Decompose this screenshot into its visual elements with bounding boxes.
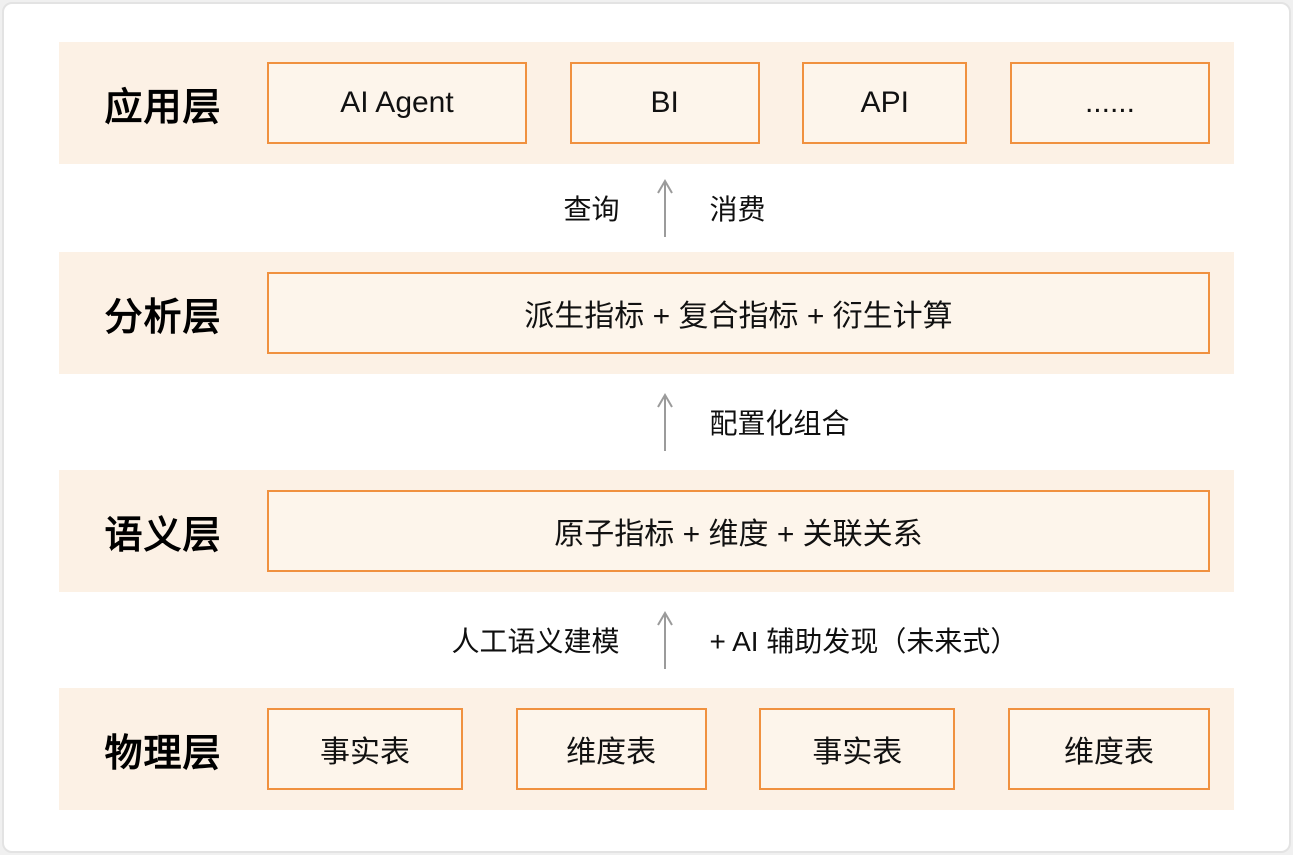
box-fact-table-2: 事实表 xyxy=(759,708,956,790)
connector-config-composition: 配置化组合 xyxy=(77,374,1252,470)
query-label: 查询 xyxy=(563,194,620,225)
band-semantic-layer: 语义层 原子指标 + 维度 + 关联关系 xyxy=(59,470,1234,592)
band-physical-layer: 物理层 事实表 维度表 事实表 维度表 xyxy=(59,688,1234,810)
manual-modeling-label: 人工语义建模 xyxy=(451,626,620,657)
consume-label: 消费 xyxy=(709,194,766,225)
box-atomic-metrics: 原子指标 + 维度 + 关联关系 xyxy=(267,490,1210,572)
application-layer-boxes: AI Agent BI API ...... xyxy=(267,62,1234,144)
connector-query-consume: 查询 消费 xyxy=(77,164,1252,252)
semantic-layer-label: 语义层 xyxy=(104,514,222,557)
analysis-layer-label: 分析层 xyxy=(104,296,222,339)
band-application-layer: 应用层 AI Agent BI API ...... xyxy=(59,42,1234,164)
application-layer-label: 应用层 xyxy=(104,86,222,129)
analysis-layer-boxes: 派生指标 + 复合指标 + 衍生计算 xyxy=(267,272,1234,354)
band-analysis-layer: 分析层 派生指标 + 复合指标 + 衍生计算 xyxy=(59,252,1234,374)
up-arrow-icon xyxy=(656,393,673,451)
connector-semantic-modeling: 人工语义建模 + AI 辅助发现（未来式） xyxy=(77,592,1252,688)
up-arrow-icon xyxy=(656,179,673,237)
box-dimension-table-2: 维度表 xyxy=(1007,708,1210,790)
physical-layer-boxes: 事实表 维度表 事实表 维度表 xyxy=(267,708,1234,790)
box-api: API xyxy=(802,62,968,144)
ai-assisted-discovery-label: + AI 辅助发现（未来式） xyxy=(709,626,1019,657)
box-ellipsis: ...... xyxy=(1009,62,1210,144)
box-dimension-table-1: 维度表 xyxy=(515,708,707,790)
up-arrow-icon xyxy=(656,611,673,669)
semantic-layer-boxes: 原子指标 + 维度 + 关联关系 xyxy=(267,490,1234,572)
box-fact-table-1: 事实表 xyxy=(267,708,463,790)
box-derived-metrics: 派生指标 + 复合指标 + 衍生计算 xyxy=(267,272,1210,354)
config-composition-label: 配置化组合 xyxy=(709,408,850,439)
box-ai-agent: AI Agent xyxy=(267,62,527,144)
physical-layer-label: 物理层 xyxy=(104,732,222,775)
box-bi: BI xyxy=(569,62,760,144)
